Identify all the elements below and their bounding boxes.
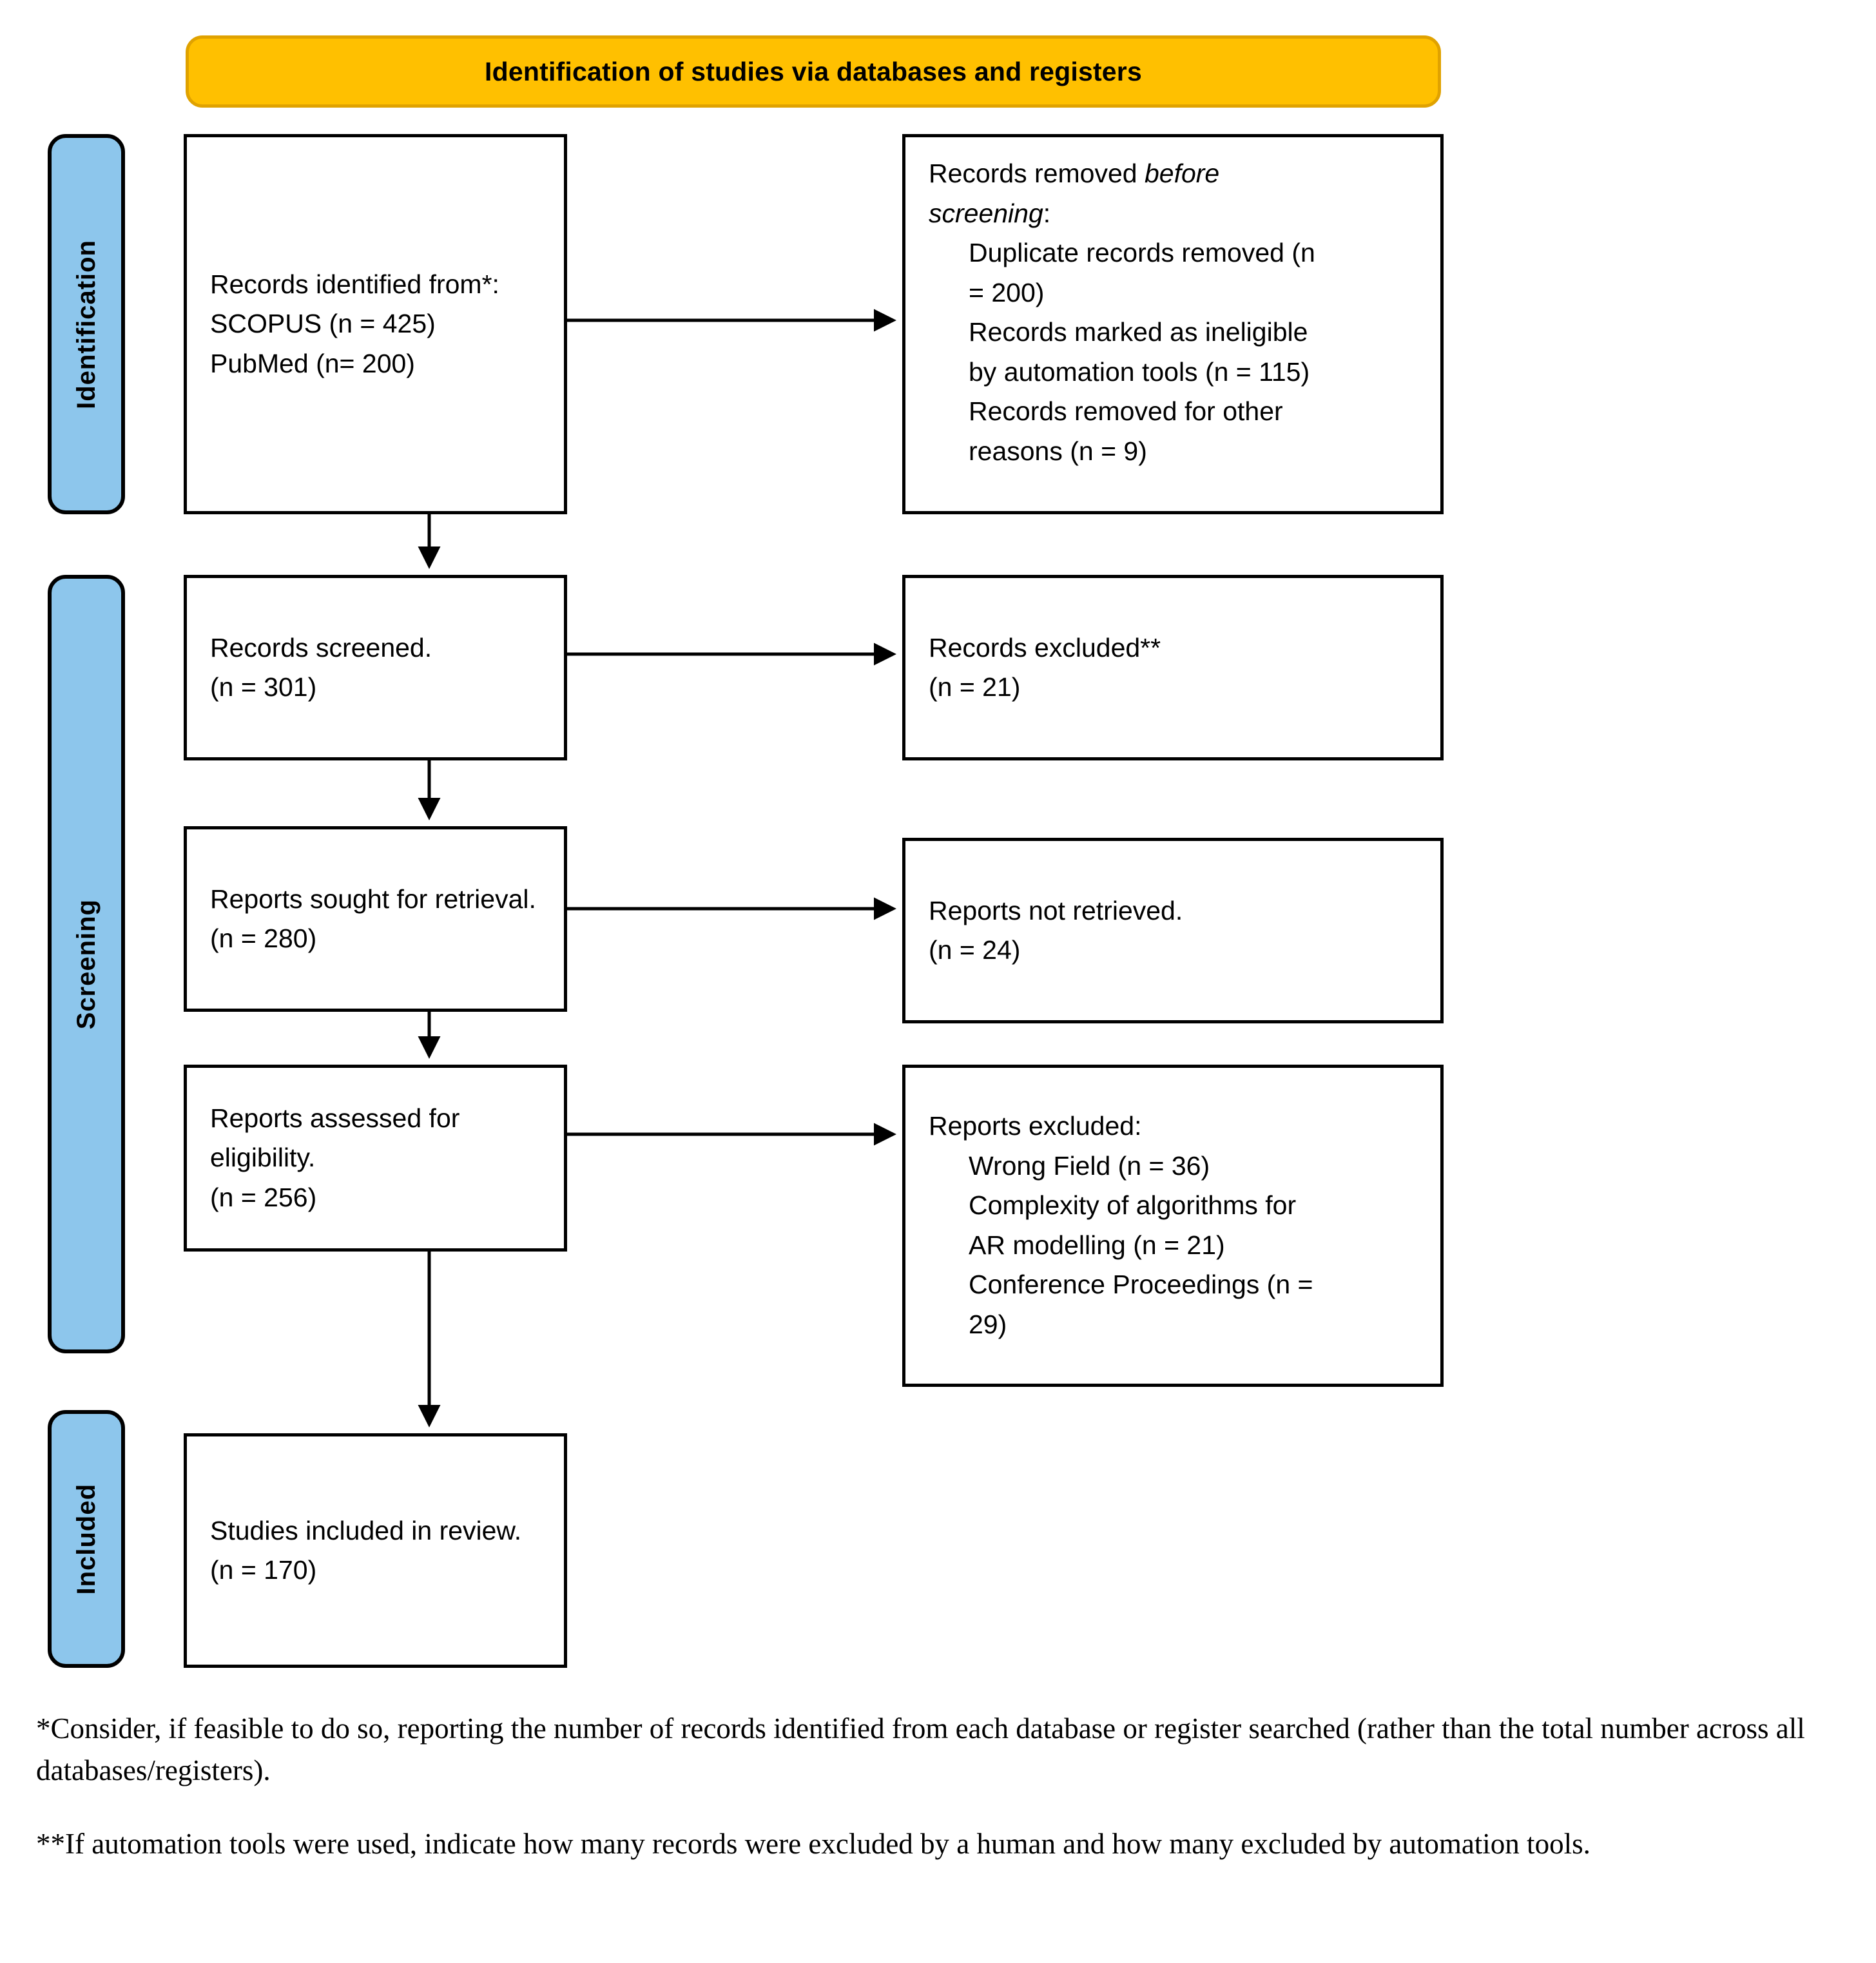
box-reports-sought-for-retrieval: Reports sought for retrieval. (n = 280) bbox=[184, 826, 567, 1012]
box-records-removed-line-2-text: : bbox=[1043, 198, 1051, 228]
box-reports-excluded-line-3: Complexity of algorithms for bbox=[969, 1190, 1297, 1220]
box-reports-excluded-line-1: Reports excluded: bbox=[929, 1111, 1142, 1141]
box-reports-excluded-line-2: Wrong Field (n = 36) bbox=[969, 1150, 1210, 1181]
box-records-removed-line-7: Records removed for other bbox=[969, 396, 1283, 426]
box-reports-not-retrieved-line-2: (n = 24) bbox=[929, 935, 1021, 965]
phase-tab-identification-label: Identification bbox=[72, 239, 101, 409]
box-records-removed-line-8: reasons (n = 9) bbox=[969, 436, 1147, 466]
box-reports-assessed-line-1: Reports assessed for eligibility. bbox=[210, 1103, 467, 1173]
box-reports-excluded-line-6: 29) bbox=[969, 1309, 1007, 1339]
box-reports-excluded-line-4: AR modelling (n = 21) bbox=[969, 1230, 1225, 1260]
box-records-removed-line-3: Duplicate records removed (n bbox=[969, 238, 1315, 267]
phase-tab-screening-label: Screening bbox=[72, 898, 101, 1030]
box-records-identified-line-1: Records identified from*: bbox=[210, 269, 499, 299]
box-studies-included-line-2: (n = 170) bbox=[210, 1555, 317, 1585]
box-records-removed-line-2: screening: bbox=[929, 194, 1417, 234]
phase-tab-screening: Screening bbox=[48, 575, 125, 1353]
phase-tab-included-label: Included bbox=[72, 1483, 101, 1595]
box-records-removed-line-1: Records removed before bbox=[929, 154, 1417, 194]
box-records-removed-line-1-text: Records removed bbox=[929, 159, 1145, 188]
footnote-double-asterisk: **If automation tools were used, indicat… bbox=[36, 1827, 1591, 1860]
box-records-removed-line-4: = 200) bbox=[969, 277, 1045, 307]
footnotes: *Consider, if feasible to do so, reporti… bbox=[36, 1708, 1841, 1896]
box-records-screened: Records screened. (n = 301) bbox=[184, 575, 567, 760]
box-reports-not-retrieved: Reports not retrieved. (n = 24) bbox=[902, 838, 1444, 1023]
box-reports-excluded-line-5: Conference Proceedings (n = bbox=[969, 1270, 1313, 1299]
box-records-removed-line-6: by automation tools (n = 115) bbox=[969, 356, 1310, 387]
phase-tab-included: Included bbox=[48, 1410, 125, 1668]
box-records-excluded-line-2: (n = 21) bbox=[929, 672, 1021, 702]
box-studies-included-in-review: Studies included in review. (n = 170) bbox=[184, 1433, 567, 1668]
phase-tab-identification: Identification bbox=[48, 134, 125, 514]
box-records-identified: Records identified from*: SCOPUS (n = 42… bbox=[184, 134, 567, 514]
box-records-screened-line-1: Records screened. bbox=[210, 632, 432, 662]
stage-banner-identification: Identification of studies via databases … bbox=[186, 35, 1441, 108]
box-records-removed-before-screening: Records removed before screening: Duplic… bbox=[902, 134, 1444, 514]
box-records-removed-line-2-emphasis: screening bbox=[929, 198, 1043, 228]
footnote-single-asterisk: *Consider, if feasible to do so, reporti… bbox=[36, 1712, 1805, 1787]
box-reports-excluded: Reports excluded: Wrong Field (n = 36) C… bbox=[902, 1065, 1444, 1387]
box-records-removed-line-5: Records marked as ineligible bbox=[969, 317, 1308, 347]
box-reports-sought-line-2: (n = 280) bbox=[210, 923, 317, 953]
box-reports-assessed-line-2: (n = 256) bbox=[210, 1182, 317, 1212]
box-studies-included-line-1: Studies included in review. bbox=[210, 1515, 522, 1545]
box-records-identified-line-2: SCOPUS (n = 425) bbox=[210, 309, 436, 339]
box-reports-not-retrieved-line-1: Reports not retrieved. bbox=[929, 895, 1183, 925]
box-records-identified-line-3: PubMed (n= 200) bbox=[210, 348, 415, 378]
box-records-excluded: Records excluded** (n = 21) bbox=[902, 575, 1444, 760]
stage-banner-label: Identification of studies via databases … bbox=[485, 56, 1142, 86]
box-records-excluded-line-1: Records excluded** bbox=[929, 632, 1161, 662]
box-records-screened-line-2: (n = 301) bbox=[210, 672, 317, 702]
box-reports-sought-line-1: Reports sought for retrieval. bbox=[210, 884, 536, 914]
box-records-removed-line-1-emphasis: before bbox=[1144, 159, 1220, 188]
box-reports-assessed-for-eligibility: Reports assessed for eligibility. (n = 2… bbox=[184, 1065, 567, 1252]
